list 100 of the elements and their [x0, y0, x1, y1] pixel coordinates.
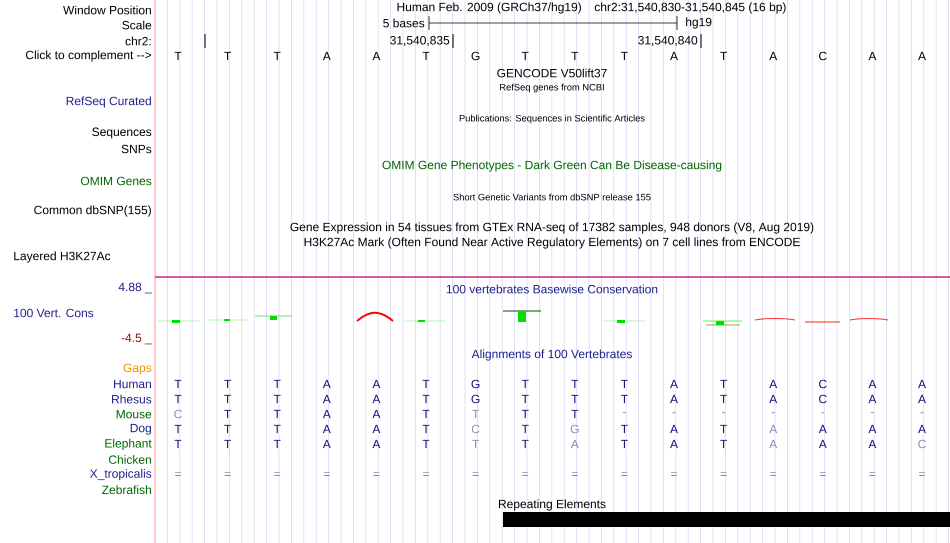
base-letter: T [621, 394, 628, 404]
base-letter: - [622, 412, 626, 414]
species-label: Dog [130, 424, 151, 435]
base-letter: T [472, 410, 479, 418]
base-letter: C [918, 440, 926, 448]
track-label: RefSeq Curated [66, 96, 151, 108]
base-letter: = [770, 472, 776, 476]
base-letter: G [472, 380, 480, 388]
base-letter: A [670, 440, 678, 448]
base-letter: = [472, 472, 479, 476]
base-letter: T [522, 424, 529, 434]
axis-value: 4.88 _ [118, 282, 152, 294]
base-letter: T [174, 440, 182, 448]
base-letter: T [224, 52, 231, 60]
base-letter: A [372, 52, 380, 60]
base-letter: A [372, 440, 380, 448]
track-label: 100 Vert. Cons [14, 308, 94, 318]
track-label: Click to complement --> [26, 50, 152, 62]
track-label: Scale [122, 20, 152, 30]
base-letter: A [769, 394, 778, 404]
base-letter: T [621, 440, 628, 448]
base-letter: A [868, 440, 876, 448]
track-label: chr2: [126, 36, 151, 46]
base-letter: = [720, 472, 727, 476]
base-letter: A [918, 424, 926, 434]
base-letter: T [224, 410, 231, 418]
base-letter: T [174, 394, 182, 404]
base-letter: T [621, 52, 628, 60]
base-letter: T [422, 380, 430, 388]
base-letter: A [769, 440, 778, 448]
base-letter: T [522, 394, 529, 404]
base-letter: - [821, 412, 824, 414]
base-letter: A [918, 52, 926, 60]
base-letter: A [322, 424, 331, 434]
base-letter: A [918, 380, 926, 388]
track-label: Layered H3K27Ac [14, 251, 110, 263]
base-letter: A [769, 52, 778, 60]
base-letter: T [720, 424, 727, 434]
base-letter: = [373, 472, 380, 476]
base-letter: T [522, 410, 529, 418]
base-letter: A [868, 380, 876, 388]
base-letter: = [572, 472, 578, 476]
base-letter: T [422, 52, 430, 60]
base-letter: T [571, 394, 578, 404]
track-title: GENCODE V50lift37 [497, 68, 607, 78]
base-letter: T [224, 380, 231, 388]
base-letter: T [274, 410, 281, 418]
base-letter: = [324, 472, 330, 476]
base-letter: A [670, 380, 678, 388]
base-letter: - [722, 412, 726, 414]
base-letter: A [570, 440, 579, 448]
base-letter: T [621, 424, 628, 434]
base-letter: A [818, 440, 827, 448]
base-letter: A [868, 52, 876, 60]
base-letter: - [870, 412, 874, 414]
coordinate-label: 31,540,840 [638, 36, 698, 46]
base-letter: C [819, 394, 827, 404]
base-letter: A [868, 424, 876, 434]
base-letter: = [671, 472, 677, 476]
base-letter: = [423, 472, 429, 476]
base-letter: A [372, 410, 380, 418]
base-letter: A [322, 52, 331, 60]
base-letter: T [274, 424, 281, 434]
species-label: Chicken [108, 455, 151, 464]
base-letter: A [670, 424, 678, 434]
base-letter: = [522, 472, 528, 476]
base-letter: A [322, 440, 331, 448]
species-label: X_tropicalis [90, 469, 152, 480]
base-letter: T [720, 52, 727, 60]
base-letter: G [570, 424, 579, 434]
position-title: Human Feb. 2009 (GRCh37/hg19) [398, 2, 581, 14]
track-title: Gene Expression in 54 tissues from GTEx RNA-seq of 17382 samples, 948 donors (V8, Aug 2019) [290, 222, 814, 234]
base-letter: A [372, 380, 380, 388]
species-label: Rhesus [112, 394, 152, 404]
base-letter: = [274, 472, 280, 476]
track-label: Gaps [124, 364, 152, 374]
base-letter: - [920, 412, 924, 414]
base-letter: T [422, 424, 430, 434]
track-title: Short Genetic Variants from dbSNP release 155 [453, 194, 651, 200]
base-letter: A [868, 394, 876, 404]
track-label: OMIM Genes [80, 176, 152, 186]
species-label: Elephant [105, 438, 152, 450]
base-letter: - [672, 412, 676, 414]
track-title: Alignments of 100 Vertebrates [472, 349, 632, 361]
base-letter: A [322, 410, 331, 418]
base-letter: T [522, 440, 529, 448]
track-title: H3K27Ac Mark (Often Found Near Active Regulatory Elements) on 7 cell lines from ENCODE [304, 237, 800, 249]
base-letter: T [571, 52, 578, 60]
scale-label: 5 bases [383, 18, 424, 28]
base-letter: T [422, 440, 430, 448]
base-letter: A [918, 394, 926, 404]
base-letter: T [422, 410, 430, 418]
base-letter: C [472, 424, 480, 434]
base-letter: A [372, 394, 380, 404]
base-letter: = [919, 472, 925, 476]
base-letter: T [720, 440, 727, 448]
track-title: RefSeq genes from NCBI [500, 84, 604, 92]
base-letter: = [870, 472, 876, 476]
base-letter: T [621, 380, 628, 388]
position-range: chr2:31,540,830-31,540,845 (16 bp) [594, 2, 786, 14]
